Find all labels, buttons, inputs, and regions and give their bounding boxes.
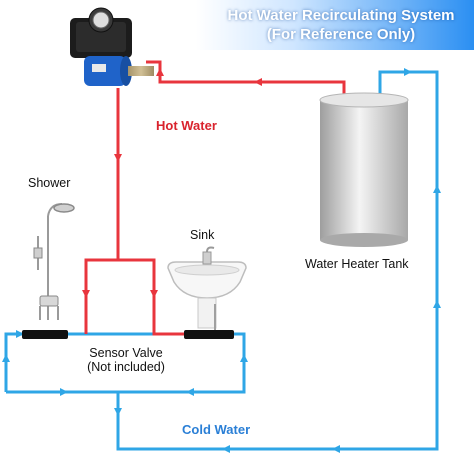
cold-water-label: Cold Water [182, 422, 251, 437]
cold-arrow-right-2 [433, 300, 441, 308]
shower-fixture-icon [33, 203, 75, 320]
sensor-valve-label-line1: Sensor Valve [89, 346, 163, 360]
sensor-valve-shower [22, 330, 68, 339]
sensor-valves [22, 330, 234, 339]
title-line-1: Hot Water Recirculating System [227, 7, 455, 24]
hot-arrow-2 [156, 68, 164, 76]
hot-water-label: Hot Water [156, 118, 217, 133]
cold-arrow-bottom-4 [186, 388, 194, 396]
sensor-valve-label: Sensor Valve (Not included) [66, 346, 186, 374]
hot-main [146, 60, 346, 100]
circulation-pump-icon [70, 7, 154, 86]
cold-arrow-left-1 [16, 330, 24, 338]
cold-header-left [4, 332, 24, 392]
diagram-title: Hot Water Recirculating System (For Refe… [210, 6, 472, 44]
cold-arrow-bottom-1 [332, 445, 340, 453]
cold-arrow-right-3 [240, 354, 248, 362]
cold-arrow-bottom-2 [222, 445, 230, 453]
shower-label: Shower [28, 176, 71, 190]
sink-label: Sink [190, 228, 215, 242]
title-banner [196, 0, 474, 50]
hot-arrow-4 [82, 290, 90, 298]
hot-arrow-1 [254, 78, 262, 86]
water-heater-tank-icon [319, 92, 409, 247]
hot-down [84, 88, 120, 334]
sensor-valve-label-line2: (Not included) [87, 360, 165, 374]
cold-header-bottom [6, 332, 246, 394]
cold-main-loop [116, 70, 439, 451]
cold-flow-arrows [2, 68, 441, 453]
title-line-2: (For Reference Only) [266, 26, 416, 43]
hot-arrow-3 [114, 154, 122, 162]
hot-flow-arrows [82, 68, 262, 298]
cold-arrow-top [404, 68, 412, 76]
cold-arrow-right-1 [433, 185, 441, 193]
cold-arrow-bottom-3 [60, 388, 68, 396]
sensor-valve-sink [184, 330, 234, 339]
cold-arrow-left-2 [2, 354, 10, 362]
cold-arrow-down-1 [114, 408, 122, 416]
hot-arrow-5 [150, 290, 158, 298]
bathroom-sink-icon [167, 246, 247, 330]
water-heater-tank-label: Water Heater Tank [305, 257, 409, 271]
